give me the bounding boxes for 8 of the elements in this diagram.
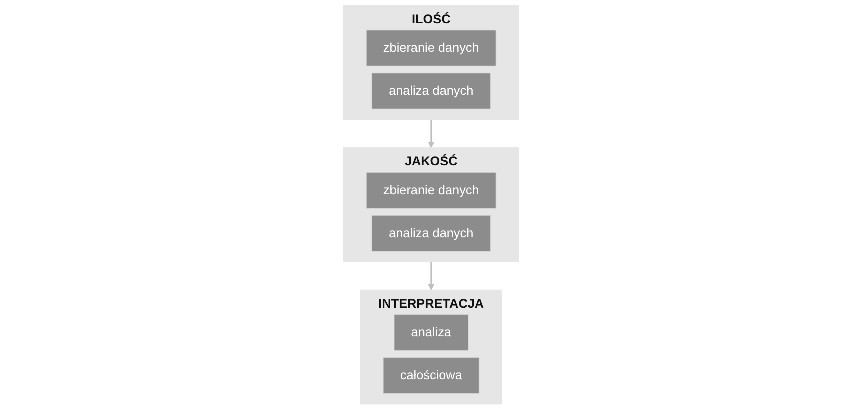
arrow bbox=[428, 262, 435, 291]
node-box: analiza bbox=[394, 314, 469, 352]
node-box: całościowa bbox=[383, 358, 480, 394]
node-box: analiza danych bbox=[372, 72, 492, 110]
node-box: zbieranie danych bbox=[366, 172, 497, 209]
node-box: analiza danych bbox=[372, 215, 492, 252]
arrow bbox=[428, 120, 435, 148]
node-box: zbieranie danych bbox=[366, 30, 497, 67]
